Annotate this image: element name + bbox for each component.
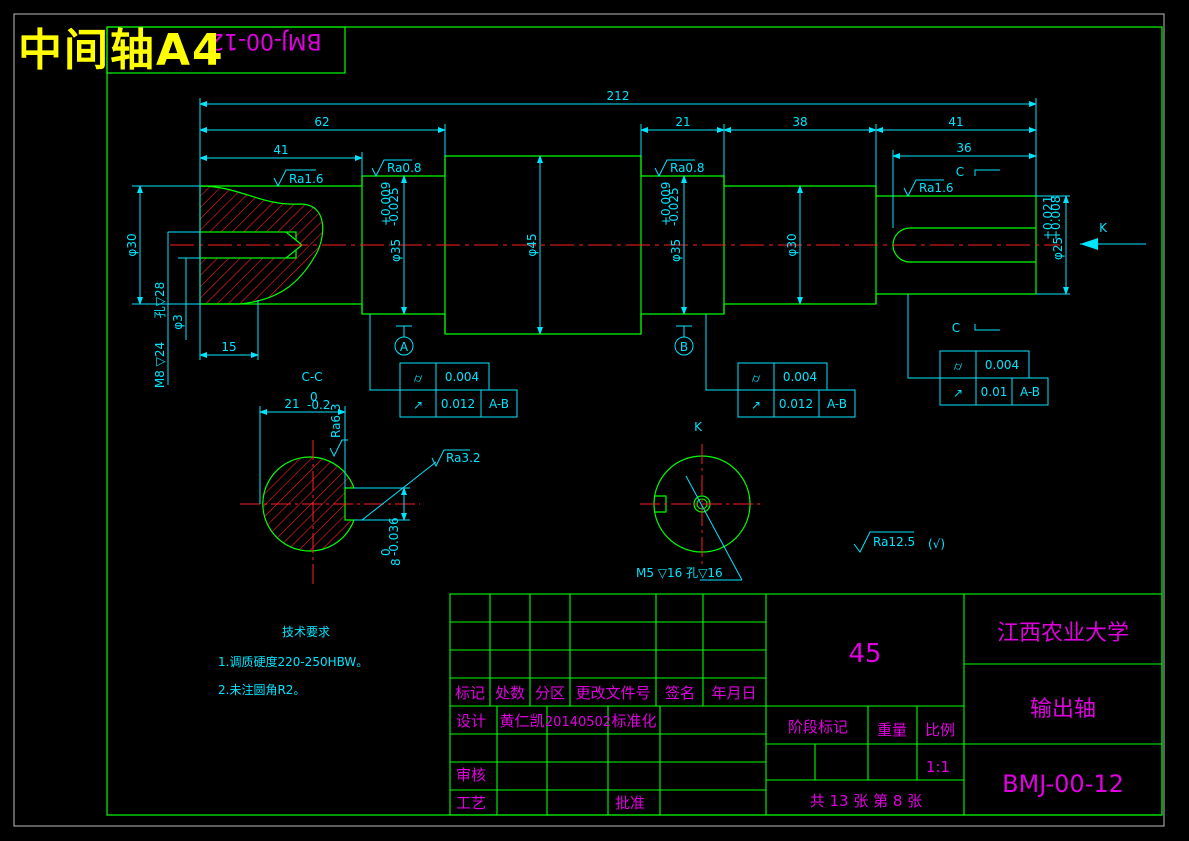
tech-req-line2: 2.未注圆角R2。 <box>218 682 305 697</box>
dim-21: 21 <box>675 115 690 129</box>
dim-d25-tol-lower: +0.008 <box>1049 196 1063 240</box>
tb-stage-mark: 阶段标记 <box>788 718 848 736</box>
tb-scale-value: 1:1 <box>926 758 950 776</box>
dim-d3: φ3 <box>171 314 185 330</box>
dim-d35-left: φ35 <box>389 239 403 262</box>
tf2-sym2: ↗ <box>751 398 761 412</box>
dim-d25: φ25 <box>1051 237 1065 260</box>
ra16-right: Ra1.6 <box>919 181 954 195</box>
tb-sheets: 共 13 张 第 8 张 <box>810 792 922 810</box>
dim-36: 36 <box>956 141 971 155</box>
ra16-left: Ra1.6 <box>289 172 324 186</box>
dim-d35-right-tol-upper: +0.009 <box>659 182 673 226</box>
tech-req-line1: 1.调质硬度220-250HBW。 <box>218 654 368 669</box>
ra32: Ra3.2 <box>446 451 481 465</box>
tf3-ref: A-B <box>1020 385 1040 399</box>
title-block-grid <box>449 593 1163 816</box>
tf3-val1: 0.004 <box>985 358 1019 372</box>
section-cc-dims <box>240 406 437 585</box>
dim-62: 62 <box>314 115 329 129</box>
tb-design-date: 20140502 <box>545 715 611 730</box>
outer-border <box>13 13 1165 827</box>
ra08-right: Ra0.8 <box>670 161 705 175</box>
section-cc-depth: 8 <box>389 558 403 566</box>
tb-drawing-no: BMJ-00-12 <box>1002 770 1124 798</box>
dim-212: 212 <box>607 89 630 103</box>
tf3-sym2: ↗ <box>953 386 963 400</box>
tb-scale-label: 比例 <box>925 721 955 739</box>
dim-lines <box>132 98 1146 385</box>
tolerance-frame-3: ⌭ 0.004 ↗ 0.01 A-B <box>907 294 1049 406</box>
tf2-ref: A-B <box>827 397 847 411</box>
dim-m8: M8 ▽24 <box>153 342 167 388</box>
tf2-val2: 0.012 <box>779 397 813 411</box>
dim-d35-left-tol-lower: -0.025 <box>387 187 401 226</box>
tf2-sym1: ⌭ <box>752 371 761 385</box>
dim-d30-right: φ30 <box>785 233 799 256</box>
corner-box-text: BMJ-00-12 <box>210 28 322 53</box>
overlay-title: 中间轴A4 <box>18 25 225 76</box>
dim-d35-right: φ35 <box>669 239 683 262</box>
ra125: Ra12.5 <box>873 535 915 549</box>
section-cc-depth-tol-upper: 0 <box>379 548 393 556</box>
tb-design-label: 设计 <box>456 712 486 730</box>
tb-part-name: 输出轴 <box>1030 697 1096 722</box>
tb-material: 45 <box>848 639 881 669</box>
dim-41-left: 41 <box>273 143 288 157</box>
tb-standardize: 标准化 <box>611 712 656 730</box>
tb-university: 江西农业大学 <box>997 621 1129 646</box>
datum-symbols <box>394 325 694 356</box>
section-cc-width-tol-upper: 0 <box>310 390 318 404</box>
tf1-sym2: ↗ <box>413 398 423 412</box>
tb-process: 工艺 <box>456 794 486 812</box>
tb-hdr-sign: 签名 <box>665 684 695 702</box>
section-cc-depth-tol-lower: -0.036 <box>387 517 401 556</box>
dim-hole-28: 孔▽28 <box>153 282 167 319</box>
section-c-top: C <box>956 165 964 179</box>
dim-d25-tol-upper: +0.021 <box>1041 196 1055 240</box>
tb-review: 审核 <box>456 766 486 784</box>
tb-hdr-zone: 分区 <box>535 684 565 702</box>
general-roughness-mark: (√) <box>928 537 945 551</box>
dim-d35-left-tol-upper: +0.009 <box>379 182 393 226</box>
tf3-sym1: ⌭ <box>954 359 963 373</box>
dim-d45: φ45 <box>525 233 539 256</box>
tb-hdr-doc: 更改文件号 <box>575 684 650 702</box>
tb-designer: 黄仁凯 <box>499 712 544 730</box>
view-k-arrow-label: K <box>1099 221 1108 235</box>
dim-15: 15 <box>221 340 236 354</box>
view-k-label: K <box>694 420 703 434</box>
section-cc-width: 21 <box>284 397 299 411</box>
dim-d35-right-tol-lower: -0.025 <box>667 187 681 226</box>
datum-b: B <box>680 340 688 354</box>
tb-hdr-date: 年月日 <box>711 684 756 702</box>
tb-hdr-qty: 处数 <box>495 684 525 702</box>
dim-d30-left: φ30 <box>125 233 139 256</box>
datum-a: A <box>400 340 409 354</box>
dim-38: 38 <box>792 115 807 129</box>
tech-req-heading: 技术要求 <box>282 625 330 639</box>
corner-box <box>106 26 346 74</box>
tb-hdr-mark: 标记 <box>455 684 485 702</box>
view-k <box>640 444 764 581</box>
tb-approve: 批准 <box>615 794 645 812</box>
tf1-val2: 0.012 <box>441 397 475 411</box>
tf2-val1: 0.004 <box>783 370 817 384</box>
tf1-ref: A-B <box>489 397 509 411</box>
ra63: Ra6.3 <box>329 403 343 438</box>
tolerance-frame-2: ⌭ 0.004 ↗ 0.012 A-B <box>705 314 856 418</box>
tf1-val1: 0.004 <box>445 370 479 384</box>
dim-41-right: 41 <box>948 115 963 129</box>
tb-weight: 重量 <box>877 721 907 739</box>
section-cc-width-tol-lower: -0.2 <box>307 398 330 412</box>
roughness-marks <box>273 159 944 553</box>
ra08-left: Ra0.8 <box>387 161 422 175</box>
section-c-bottom: C <box>952 321 960 335</box>
tf3-val2: 0.01 <box>981 385 1008 399</box>
view-k-thread-note: M5 ▽16 孔▽16 <box>636 566 723 580</box>
section-cc-label: C-C <box>301 370 322 384</box>
tf1-sym1: ⌭ <box>414 371 423 385</box>
tolerance-frame-1: ⌭ 0.004 ↗ 0.012 A-B <box>369 314 518 418</box>
